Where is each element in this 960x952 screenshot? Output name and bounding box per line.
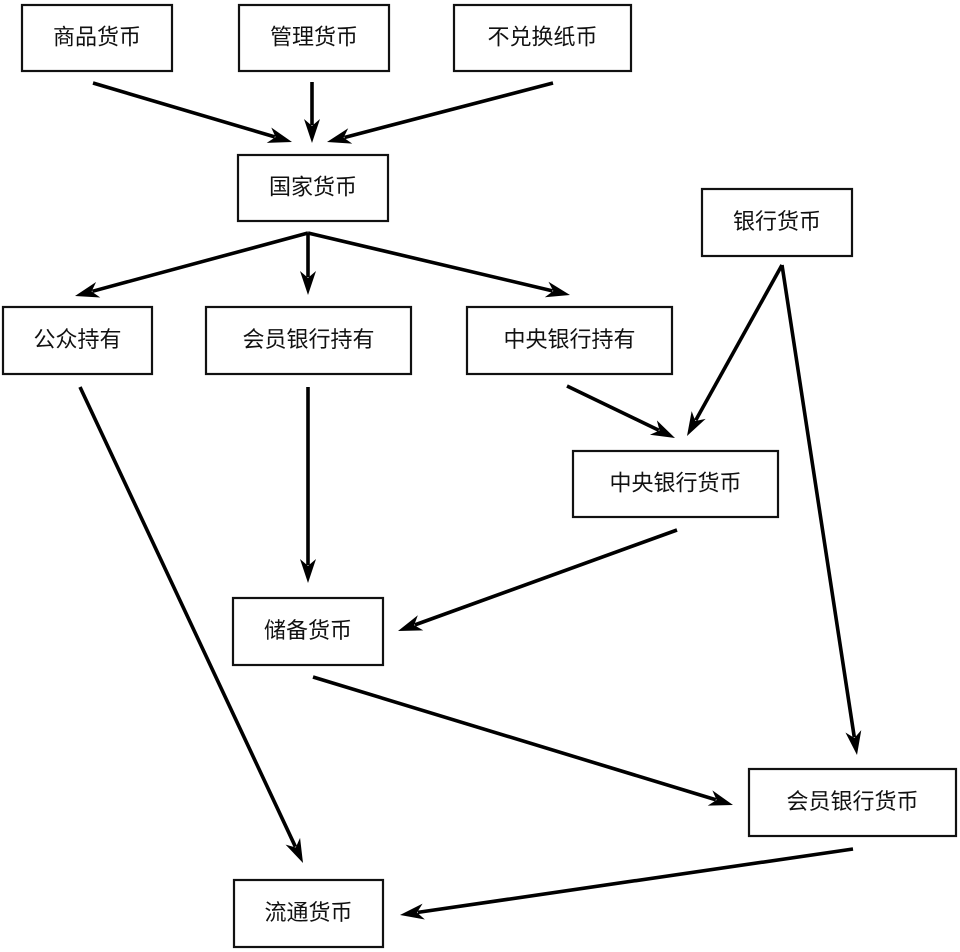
arrowhead-icon bbox=[327, 128, 353, 144]
edge-managed-money-to-state-money bbox=[304, 82, 320, 143]
node-member-bank-money: 会员银行货币 bbox=[747, 767, 958, 838]
edge-inconvertible-paper-money-to-state-money bbox=[327, 81, 554, 144]
node-commodity-money: 商品货币 bbox=[20, 3, 174, 73]
node-label: 国家货币 bbox=[269, 176, 357, 201]
edge-line bbox=[312, 675, 717, 802]
arrowhead-icon bbox=[75, 282, 101, 298]
arrowhead-icon bbox=[266, 127, 292, 143]
node-reserve-money: 储备货币 bbox=[231, 596, 385, 667]
node-managed-money: 管理货币 bbox=[237, 3, 391, 73]
node-box bbox=[1, 305, 154, 376]
node-label: 不兑换纸币 bbox=[487, 26, 597, 51]
edge-bank-money-to-member-bank-money bbox=[780, 264, 862, 755]
node-held-by-public: 公众持有 bbox=[1, 305, 154, 376]
node-held-by-member-banks: 会员银行持有 bbox=[204, 305, 413, 376]
arrowhead-icon bbox=[707, 790, 733, 806]
arrowhead-icon bbox=[300, 271, 316, 295]
node-label: 公众持有 bbox=[33, 328, 121, 353]
arrowhead-icon bbox=[400, 903, 425, 920]
edge-held-by-public-to-money-in-circulation bbox=[78, 386, 303, 863]
node-label: 管理货币 bbox=[270, 26, 358, 51]
node-box bbox=[20, 3, 174, 73]
node-box bbox=[571, 449, 780, 519]
node-label: 商品货币 bbox=[53, 26, 141, 51]
edge-reserve-money-to-member-bank-money bbox=[312, 675, 733, 806]
arrowhead-icon bbox=[845, 730, 862, 755]
node-box bbox=[231, 596, 385, 667]
edge-state-money-to-held-by-central-bank bbox=[307, 231, 570, 298]
node-label: 会员银行货币 bbox=[786, 790, 918, 815]
arrowhead-icon bbox=[285, 837, 303, 863]
node-box bbox=[204, 305, 413, 376]
edge-member-bank-money-to-money-in-circulation bbox=[400, 847, 854, 920]
edge-line bbox=[566, 384, 660, 432]
edge-held-by-member-banks-to-reserve-money bbox=[300, 387, 316, 583]
node-central-bank-money: 中央银行货币 bbox=[571, 449, 780, 519]
arrowhead-icon bbox=[304, 119, 320, 143]
edge-line bbox=[414, 528, 678, 627]
edge-line bbox=[78, 386, 297, 848]
edge-line bbox=[417, 847, 854, 915]
node-box bbox=[237, 3, 391, 73]
edge-line bbox=[92, 81, 276, 139]
edge-line bbox=[91, 231, 309, 294]
edge-line bbox=[343, 81, 554, 140]
node-inconvertible-paper-money: 不兑换纸币 bbox=[452, 3, 633, 73]
node-state-money: 国家货币 bbox=[236, 153, 390, 223]
edge-held-by-central-bank-to-central-bank-money bbox=[566, 384, 675, 438]
node-box bbox=[747, 767, 958, 838]
edge-state-money-to-held-by-member-banks bbox=[300, 233, 316, 295]
edges-layer bbox=[75, 81, 862, 920]
node-label: 流通货币 bbox=[264, 901, 352, 926]
arrowhead-icon bbox=[649, 420, 675, 438]
node-label: 中央银行货币 bbox=[609, 472, 741, 497]
edge-central-bank-money-to-reserve-money bbox=[398, 528, 678, 631]
edge-line bbox=[780, 264, 857, 738]
node-held-by-central-bank: 中央银行持有 bbox=[465, 305, 674, 376]
edge-bank-money-to-central-bank-money bbox=[687, 264, 784, 436]
arrowhead-icon bbox=[398, 615, 424, 631]
arrowhead-icon bbox=[300, 559, 316, 583]
node-label: 中央银行持有 bbox=[503, 328, 635, 353]
edge-line bbox=[694, 264, 784, 422]
node-box bbox=[465, 305, 674, 376]
node-bank-money: 银行货币 bbox=[700, 187, 854, 258]
node-box bbox=[236, 153, 390, 223]
node-label: 银行货币 bbox=[733, 210, 821, 235]
edge-state-money-to-held-by-public bbox=[75, 231, 309, 298]
node-box bbox=[452, 3, 633, 73]
node-label: 会员银行持有 bbox=[242, 328, 374, 353]
node-label: 储备货币 bbox=[264, 619, 352, 644]
edge-commodity-money-to-state-money bbox=[92, 81, 292, 143]
edge-line bbox=[307, 231, 553, 293]
node-box bbox=[232, 878, 385, 949]
node-money-in-circulation: 流通货币 bbox=[232, 878, 385, 949]
node-box bbox=[700, 187, 854, 258]
arrowhead-icon bbox=[544, 281, 570, 298]
arrowhead-icon bbox=[687, 411, 706, 436]
